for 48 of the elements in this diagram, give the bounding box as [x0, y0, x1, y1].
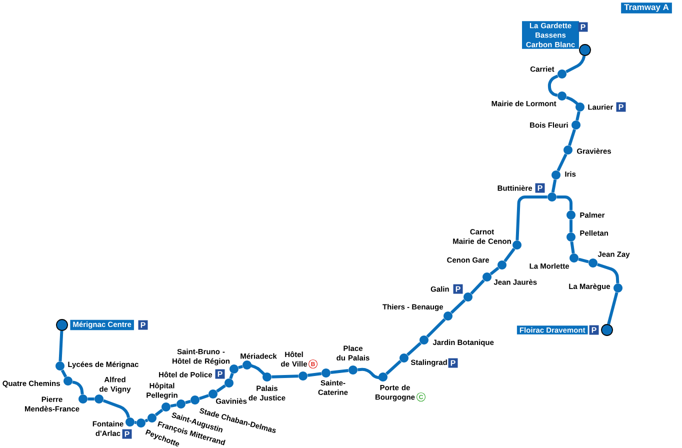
parking-sign: P	[215, 369, 225, 379]
track-line	[229, 372, 234, 380]
track-line	[154, 408, 164, 416]
track-line	[578, 258, 589, 264]
parking-sign: P	[138, 320, 148, 330]
track-line	[58, 330, 64, 362]
track-line	[216, 384, 226, 393]
track-line	[596, 263, 620, 284]
track-line	[88, 398, 94, 400]
parking-sign: P	[589, 325, 599, 335]
track-line	[548, 74, 558, 97]
track-line	[307, 372, 322, 377]
track-line	[470, 279, 485, 295]
track-line	[566, 96, 580, 106]
track-line	[102, 399, 130, 418]
track-line	[406, 342, 422, 356]
track-line	[198, 394, 210, 400]
track-line	[248, 364, 268, 378]
track-line	[134, 420, 136, 424]
track-line	[516, 196, 548, 240]
track-line	[170, 403, 177, 408]
track-line	[565, 56, 586, 74]
track-line	[556, 196, 572, 210]
track-line	[60, 369, 68, 378]
track-line	[144, 418, 148, 422]
parking-sign: P	[448, 358, 458, 368]
track-line	[272, 374, 298, 378]
track-line	[426, 318, 446, 338]
track-line	[238, 364, 243, 370]
track-line	[556, 154, 568, 172]
parking-sign: P	[535, 183, 545, 193]
track-line	[551, 179, 557, 193]
track-line	[568, 129, 576, 146]
track-line	[185, 400, 191, 404]
track-line	[570, 220, 572, 232]
track-line	[72, 380, 84, 395]
title: Tramway A	[621, 2, 672, 14]
track-line	[490, 266, 500, 276]
track-line	[385, 360, 402, 375]
track-line	[450, 299, 466, 314]
parking-sign: P	[122, 429, 132, 439]
parking-sign: P	[616, 102, 626, 112]
track-line	[607, 292, 618, 325]
track-line	[576, 111, 580, 121]
track-line	[330, 369, 348, 374]
track-line	[504, 248, 516, 262]
parking-sign: P	[453, 284, 463, 294]
track-line	[570, 241, 575, 254]
